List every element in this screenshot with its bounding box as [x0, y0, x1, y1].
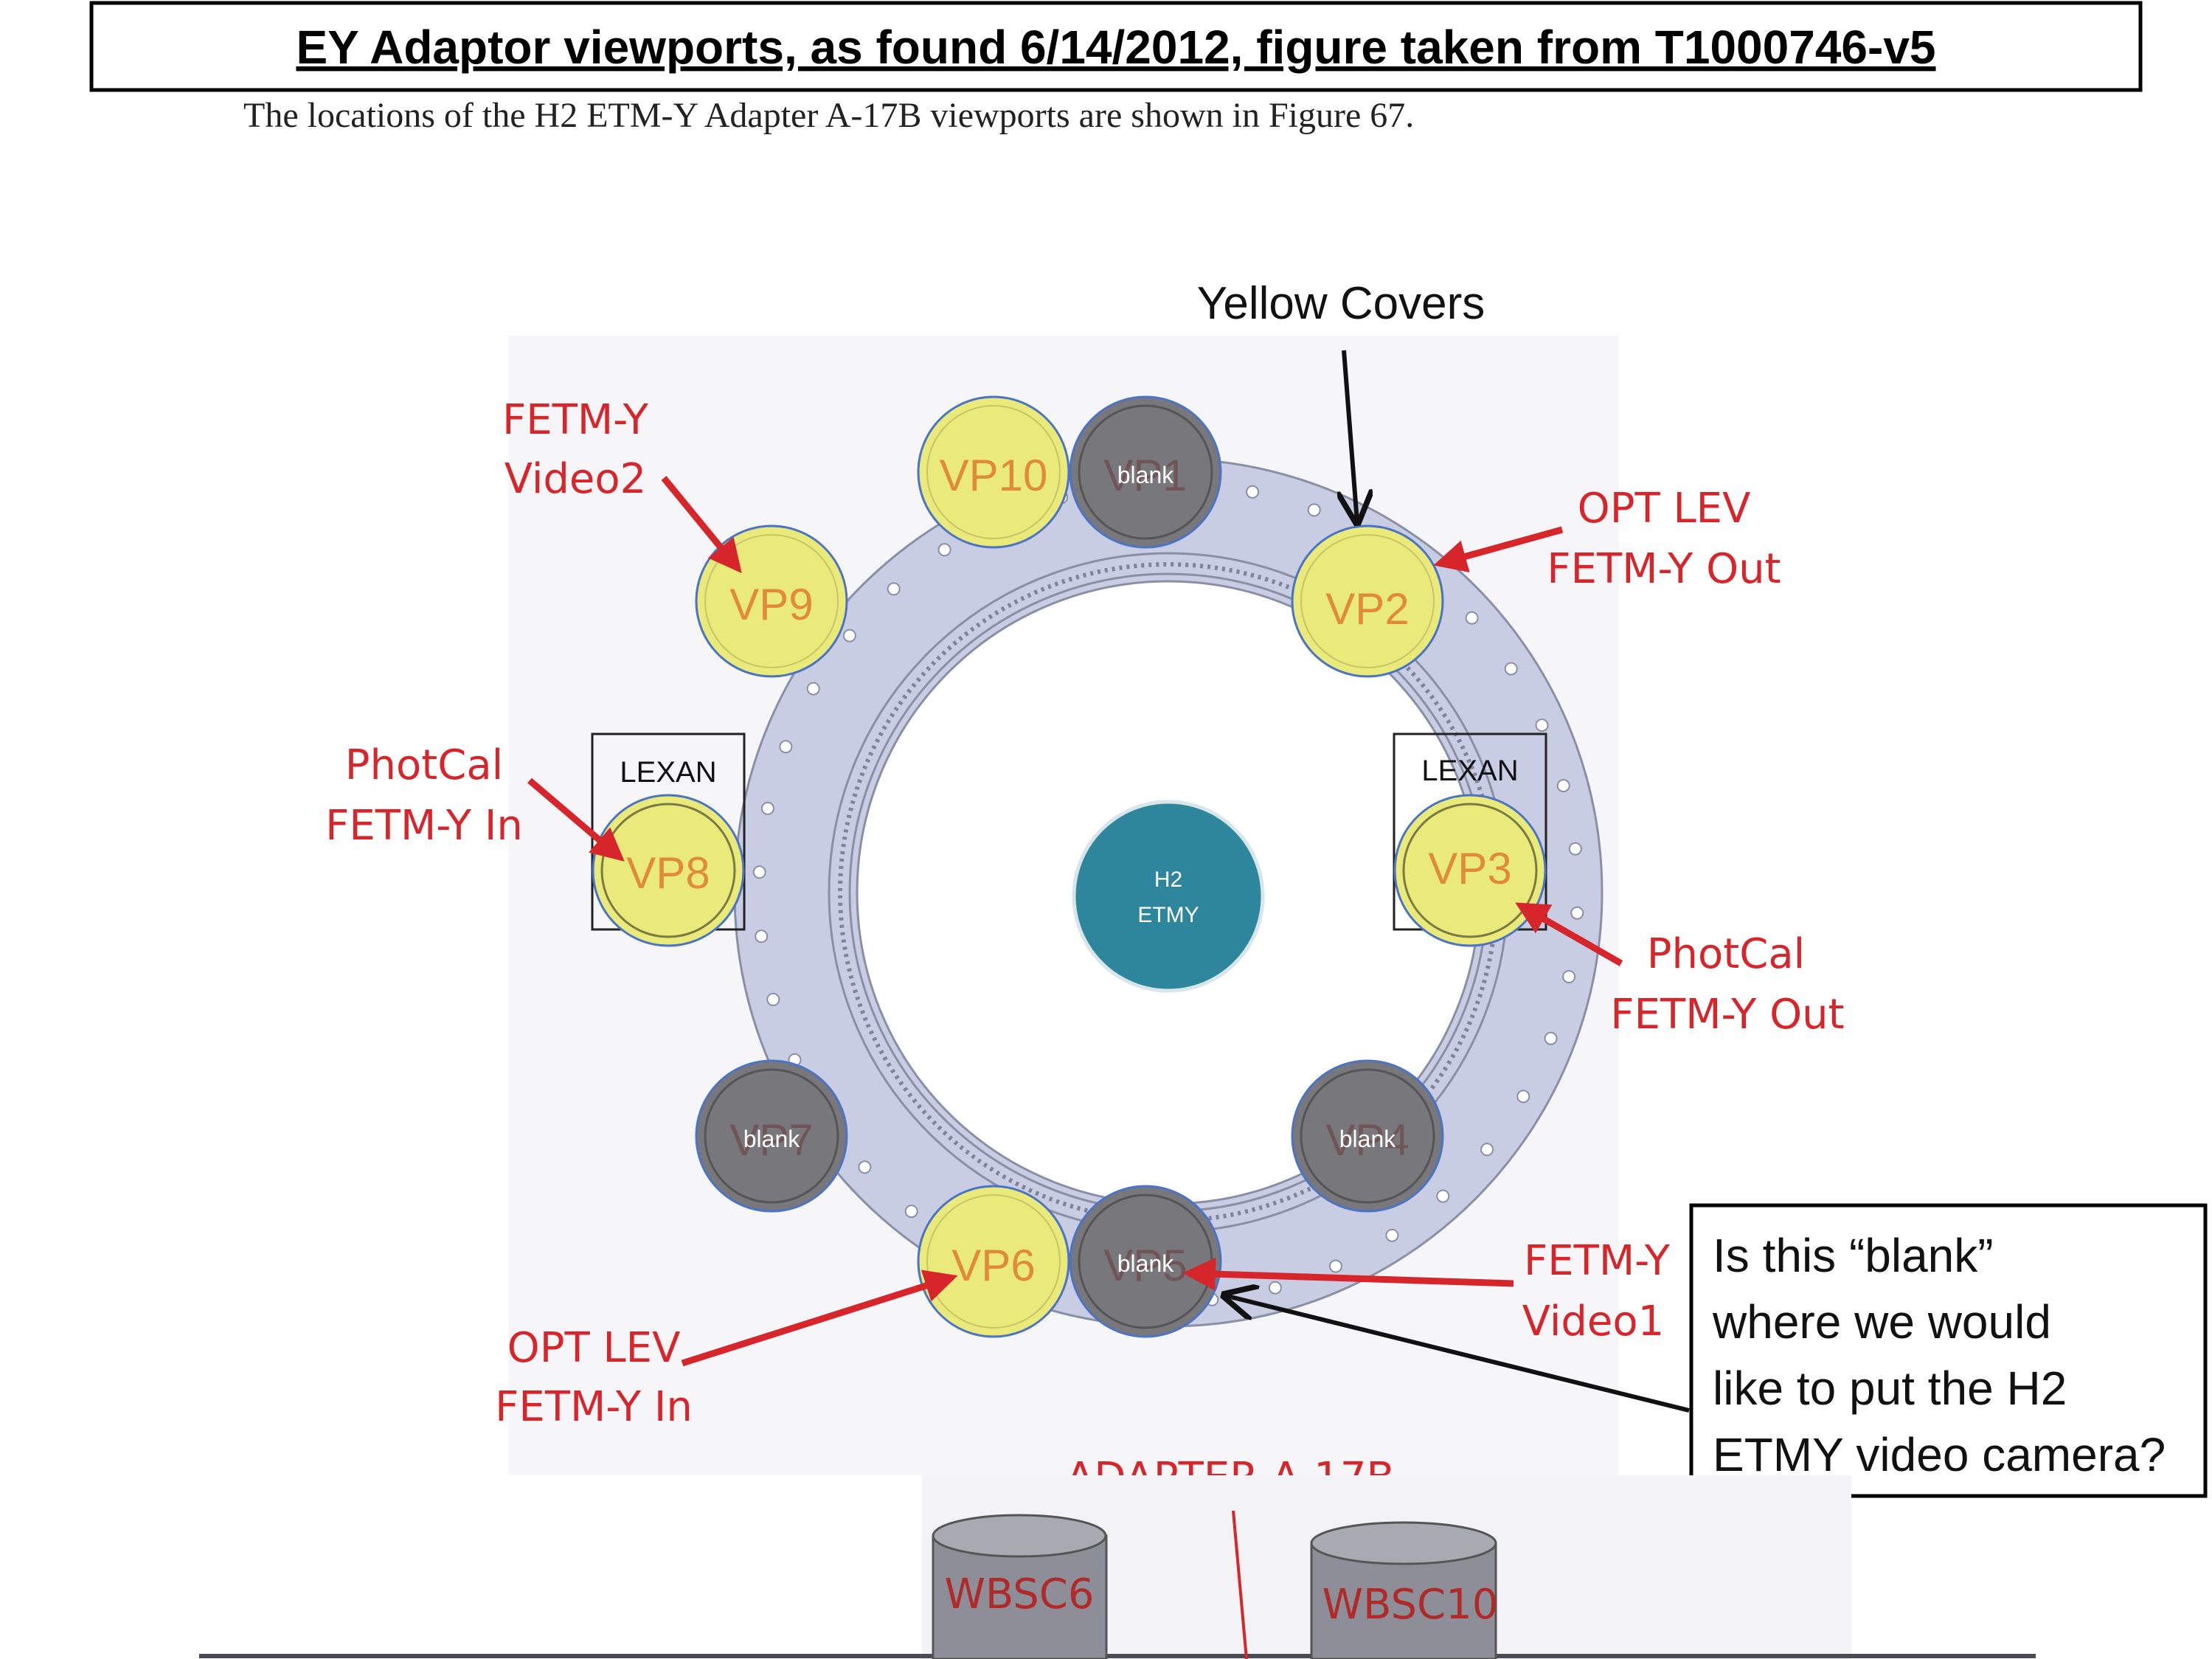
bolt-hole [887, 582, 901, 596]
bolt-hole [1535, 718, 1549, 732]
vp8-label: VP8 [626, 848, 710, 898]
vp6-label: VP6 [951, 1241, 1035, 1290]
arrow-photcal-in [527, 777, 625, 862]
vp7-blank-label: blank [743, 1126, 801, 1152]
bolt-hole [752, 865, 766, 879]
vp4-label: VP4 [1325, 1115, 1409, 1165]
label-opt-lev-out-l1: OPT LEV [1578, 485, 1751, 533]
label-opt-lev-in-l1: OPT LEV [507, 1324, 681, 1372]
bolt-hole [766, 992, 780, 1006]
viewport-vp5: VP5 blank [1069, 1185, 1222, 1338]
bolt-hole [1568, 842, 1582, 856]
question-box [1689, 1203, 2208, 1498]
vp7-label: VP7 [729, 1115, 813, 1165]
question-line-1: Is this “blank” [1713, 1229, 1994, 1282]
yellow-covers-callout: Yellow Covers [1197, 278, 1485, 329]
label-fetmy-video1-l1: FETM-Y [1524, 1237, 1671, 1285]
vp5-label: VP5 [1103, 1241, 1187, 1290]
bolt-hole [1436, 1189, 1450, 1203]
arrow-opt-lev-in [681, 1270, 958, 1367]
vp2-label: VP2 [1325, 584, 1409, 634]
h2-etmy-marker [1072, 800, 1265, 993]
question-pointer-arrow [1224, 1295, 1690, 1413]
bolt-hole [1556, 779, 1570, 793]
center-label-line2: ETMY [1137, 903, 1199, 927]
label-fetmy-video2-l2: Video2 [505, 455, 647, 503]
lexan-label-left: LEXAN [620, 756, 716, 789]
label-opt-lev-out-l2: FETM-Y Out [1547, 545, 1781, 593]
wbsc10-chamber: WBSC10 [1310, 1521, 1499, 1659]
arrow-photcal-out [1515, 902, 1623, 966]
bolt-hole [1465, 611, 1479, 625]
vp4-blank-label: blank [1339, 1126, 1397, 1152]
viewport-vp2: VP2 [1291, 524, 1444, 678]
bolt-hole [1480, 1143, 1494, 1157]
bolt-hole [1268, 1281, 1282, 1295]
center-label-line1: H2 [1154, 867, 1182, 892]
wbsc6-chamber: WBSC6 [932, 1514, 1108, 1659]
bolt-hole [842, 628, 856, 643]
label-fetmy-video2-l1: FETM-Y [502, 396, 649, 444]
adapter-pointer [1232, 1510, 1248, 1659]
label-fetmy-video1-l2: Video1 [1522, 1298, 1665, 1345]
arrow-opt-lev-out [1433, 526, 1564, 573]
page-title: EY Adaptor viewports, as found 6/14/2012… [296, 21, 1935, 74]
bolt-hole [904, 1205, 918, 1219]
vp1-blank-label: blank [1117, 462, 1175, 488]
question-line-2: where we would [1712, 1295, 2051, 1348]
viewport-vp4: VP4 blank [1291, 1059, 1444, 1213]
viewport-vp7: VP7 blank [695, 1059, 848, 1213]
label-photcal-out-l2: FETM-Y Out [1610, 991, 1844, 1039]
bolt-hole [779, 740, 793, 754]
question-line-4: ETMY video camera? [1713, 1428, 2166, 1481]
label-photcal-in-l1: PhotCal [345, 741, 503, 789]
lexan-label-right: LEXAN [1421, 755, 1518, 787]
bolt-hole [1504, 662, 1518, 676]
question-line-3: like to put the H2 [1713, 1362, 2067, 1415]
bolt-hole [1544, 1031, 1558, 1045]
arrow-video1 [1182, 1257, 1514, 1291]
viewport-vp6: VP6 [917, 1185, 1070, 1338]
viewport-vp1: VP1 blank [1069, 395, 1222, 549]
bolt-hole [1328, 1259, 1342, 1273]
bolt-hole [760, 801, 774, 815]
bolt-hole [1246, 485, 1260, 499]
bolt-hole [1307, 503, 1321, 517]
bolt-hole [1385, 1228, 1399, 1242]
bolt-hole [937, 543, 951, 557]
label-photcal-out-l1: PhotCal [1647, 930, 1805, 978]
label-photcal-in-l2: FETM-Y In [325, 802, 523, 850]
wbsc10-label: WBSC10 [1322, 1581, 1499, 1629]
vp5-blank-label: blank [1117, 1250, 1175, 1277]
bolt-hole [1570, 906, 1584, 920]
viewport-vp3: VP3 [1393, 794, 1547, 947]
bolt-hole [1562, 970, 1576, 984]
arrow-video2 [661, 476, 742, 573]
yellow-covers-arrow [1344, 350, 1357, 522]
bolt-hole [755, 929, 769, 943]
vp3-label: VP3 [1428, 844, 1511, 893]
title-box [89, 1, 2143, 92]
vp9-label: VP9 [729, 580, 813, 629]
vp10-label: VP10 [940, 451, 1048, 500]
viewport-vp10: VP10 [917, 395, 1070, 549]
vp1-label: VP1 [1103, 451, 1187, 500]
bolt-hole [806, 682, 820, 696]
label-opt-lev-in-l2: FETM-Y In [495, 1383, 693, 1431]
viewport-vp8: VP8 [592, 794, 745, 947]
bolt-hole [858, 1160, 872, 1174]
wbsc6-label: WBSC6 [944, 1570, 1094, 1618]
bolt-hole [1516, 1090, 1530, 1104]
figure-caption: The locations of the H2 ETM-Y Adapter A-… [243, 96, 1414, 135]
